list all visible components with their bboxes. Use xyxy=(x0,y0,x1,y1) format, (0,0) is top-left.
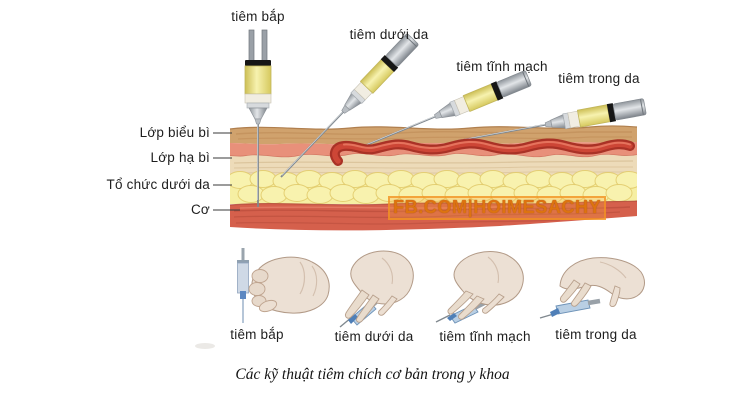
muscle-layer xyxy=(229,200,638,231)
hand-label-intramuscular: tiêm bắp xyxy=(230,327,284,342)
injection-label-intramuscular: tiêm bắp xyxy=(231,9,285,24)
layer-leader-lines xyxy=(213,132,240,211)
watermark: FB.COM|HOIMESACHY xyxy=(388,196,607,220)
fat-layer xyxy=(230,170,637,204)
hand-label-subcutaneous: tiêm dưới da xyxy=(334,329,414,344)
hand-subcutaneous xyxy=(339,250,414,328)
vein xyxy=(329,138,635,166)
hand-label-intradermal: tiêm trong da xyxy=(555,327,637,342)
layer-label-epidermis: Lớp biểu bì xyxy=(139,125,210,140)
injection-label-subcutaneous: tiêm dưới da xyxy=(349,27,429,42)
skin-cross-section xyxy=(213,125,638,231)
hand-intramuscular xyxy=(237,248,330,323)
layer-label-subcutaneous-tissue: Tổ chức dưới da xyxy=(106,177,210,192)
injection-label-intravenous: tiêm tĩnh mạch xyxy=(456,59,548,74)
caption: Các kỹ thuật tiêm chích cơ bản trong y k… xyxy=(235,366,510,383)
shadow-smudge xyxy=(195,343,215,349)
hand-label-intravenous: tiêm tĩnh mạch xyxy=(439,329,531,344)
syringe-intramuscular xyxy=(244,29,272,207)
layer-label-muscle: Cơ xyxy=(190,202,210,217)
injection-label-intradermal: tiêm trong da xyxy=(558,71,640,86)
hand-intradermal xyxy=(539,257,645,319)
layer-label-dermis: Lớp hạ bì xyxy=(150,150,210,165)
hand-intravenous xyxy=(435,251,524,324)
